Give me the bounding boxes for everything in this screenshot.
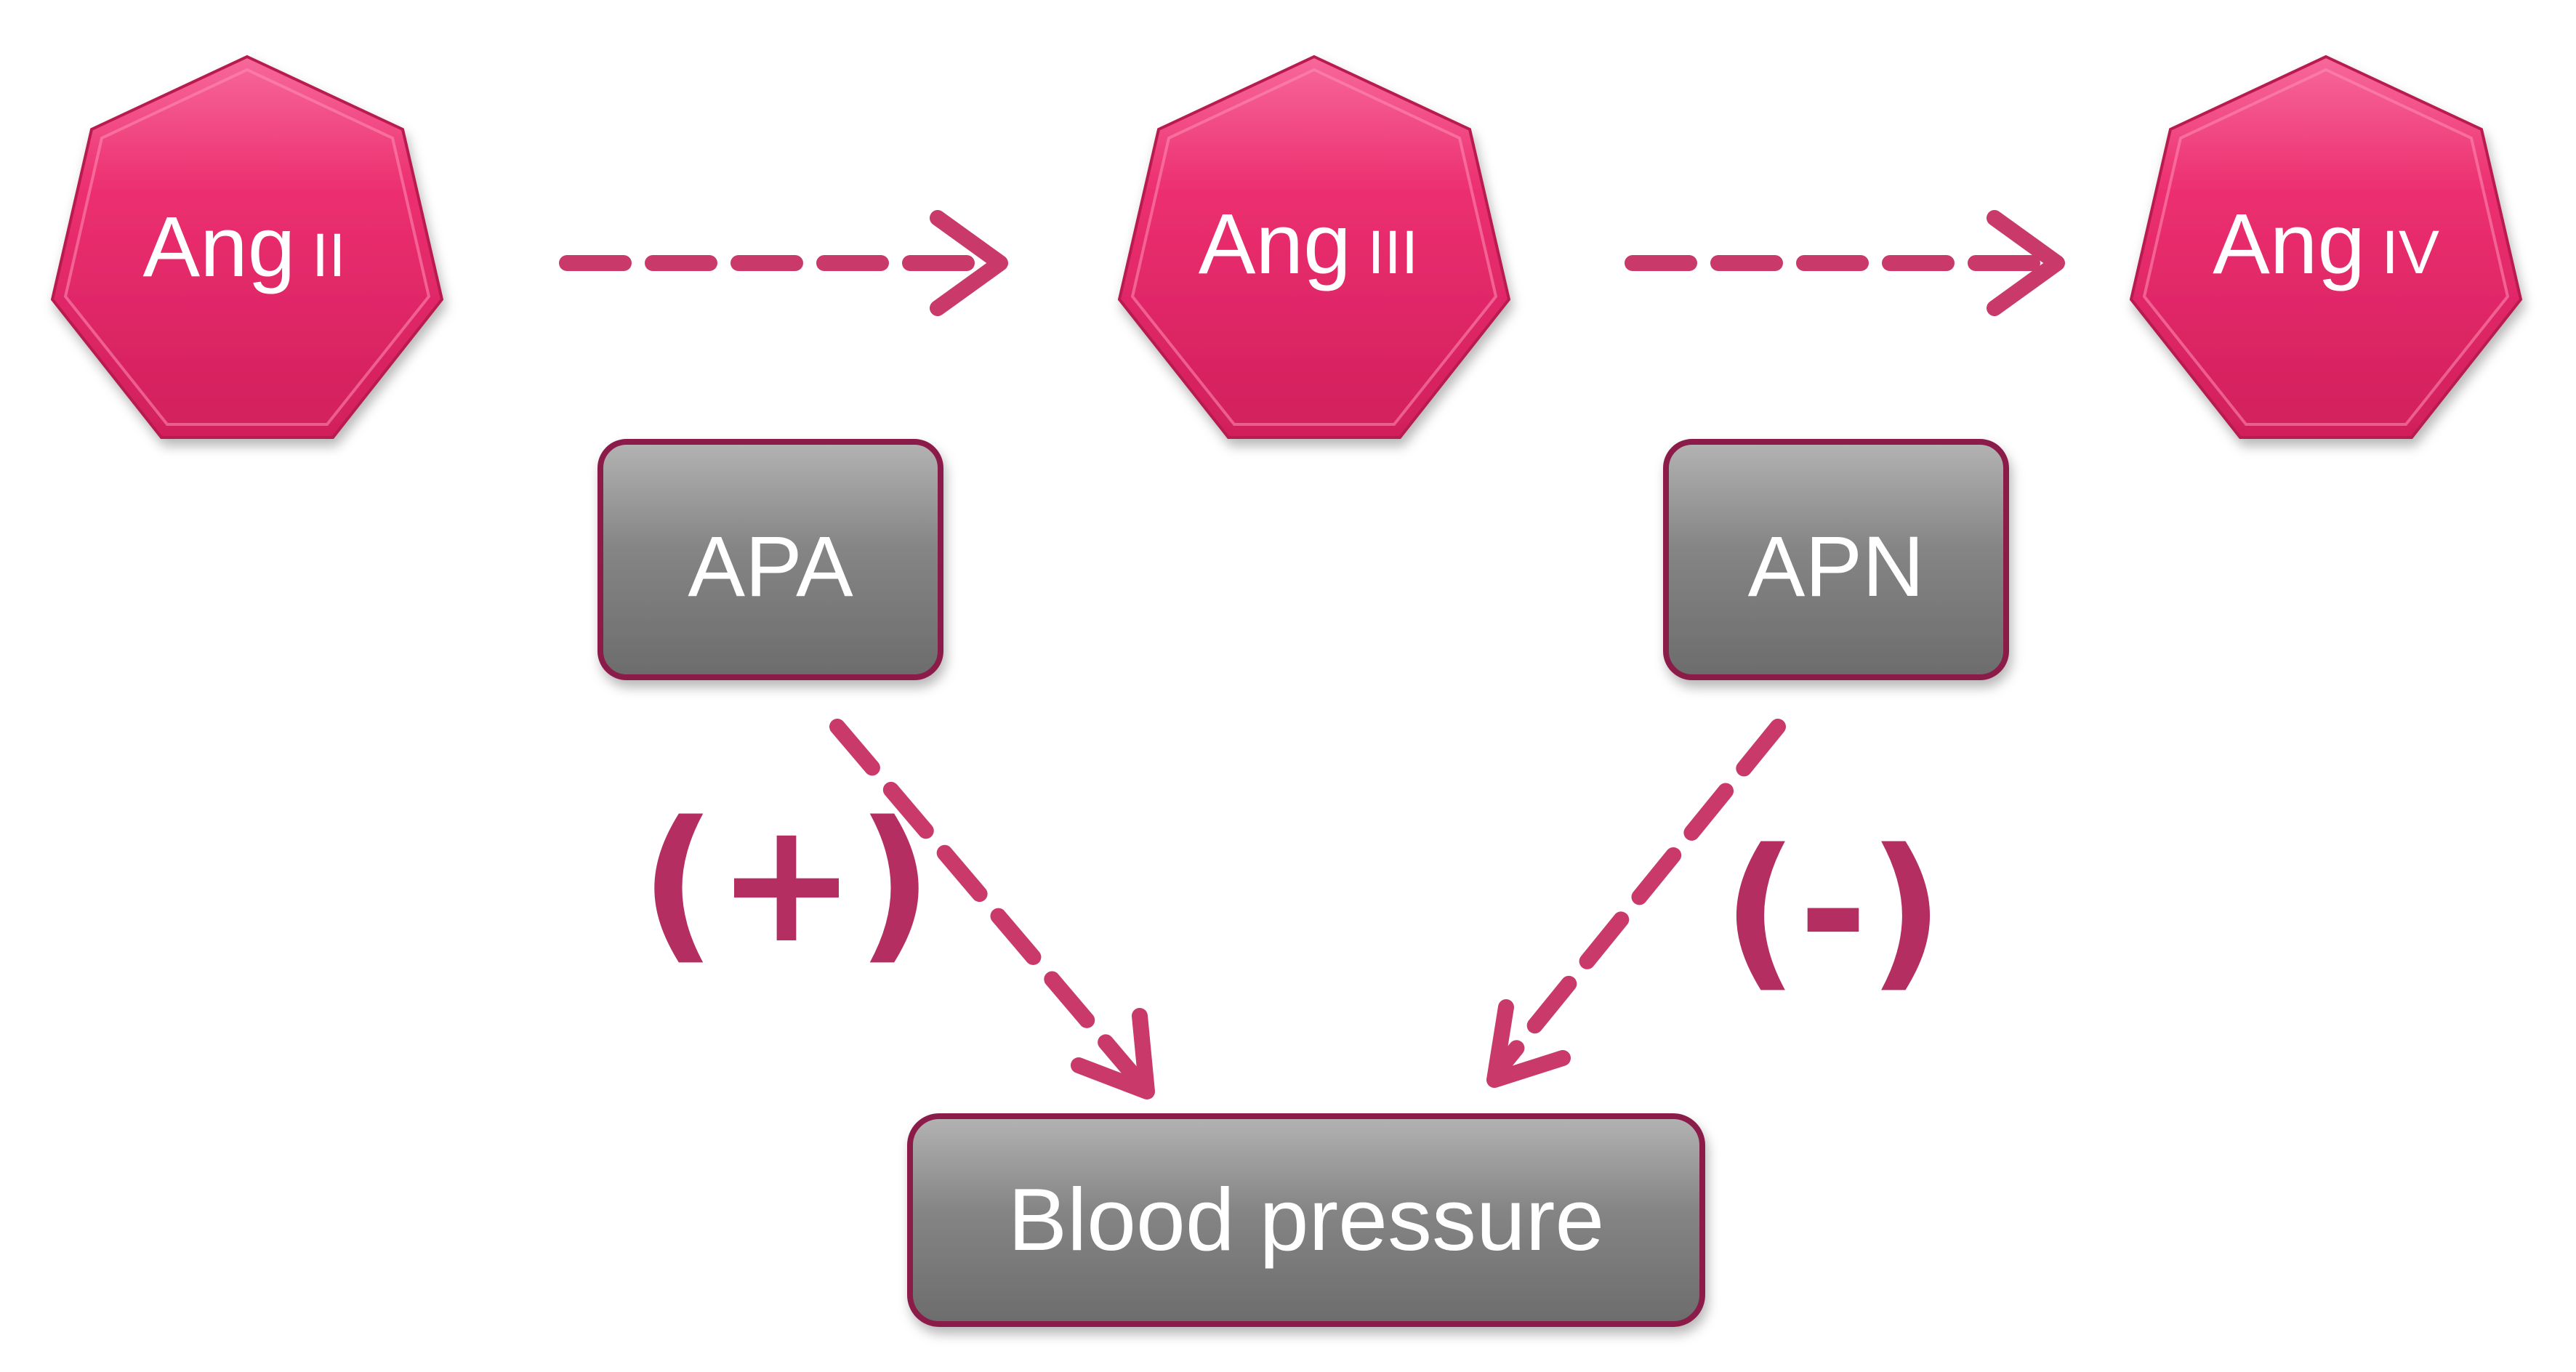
ang-ii-node: Ang II: [50, 55, 444, 439]
ang-ii-bevel: [63, 68, 431, 426]
positive-effect-sign: (+): [640, 786, 933, 980]
ang-ii-prefix: Ang: [142, 199, 295, 295]
ang-ii-heptagon: [50, 55, 444, 439]
apn-box: [1663, 439, 2009, 680]
ang-iii-label: Ang III: [1199, 196, 1418, 292]
ang-iv-numeral: IV: [2382, 218, 2439, 286]
apn-node: APN: [1663, 439, 2009, 680]
arrow-apn-to-blood-pressure-head: [1486, 999, 1571, 1088]
blood-pressure-box: [907, 1113, 1705, 1327]
arrow-ang-iii-to-ang-iv-head: [1987, 210, 2065, 316]
arrow-apa-to-blood-pressure-shaft: [829, 719, 1142, 1084]
ang-iv-node: Ang IV: [2129, 55, 2523, 439]
ang-ii-label: Ang II: [142, 199, 345, 295]
apn-label: APN: [1748, 519, 1925, 615]
apa-box: [597, 439, 943, 680]
apa-label: APA: [688, 519, 853, 615]
arrow-apa-to-blood-pressure: [829, 719, 1155, 1099]
blood-pressure-node: Blood pressure: [907, 1113, 1705, 1327]
ang-iii-heptagon: [1117, 55, 1511, 439]
ang-iv-bevel: [2142, 68, 2510, 426]
ang-iii-prefix: Ang: [1199, 196, 1351, 292]
ang-ii-numeral: II: [312, 221, 346, 289]
arrow-ang-ii-to-ang-iii-head: [930, 210, 1008, 316]
ang-iii-bevel: [1130, 68, 1498, 426]
blood-pressure-label: Blood pressure: [1008, 1170, 1605, 1269]
arrow-ang-ii-to-ang-iii: [559, 210, 1008, 316]
arrow-apn-to-blood-pressure-shaft: [1498, 719, 1786, 1069]
ang-iv-heptagon: [2129, 55, 2523, 439]
arrow-ang-iii-to-ang-iv: [1625, 210, 2065, 316]
ang-iii-numeral: III: [1367, 218, 1418, 286]
ang-iii-node: Ang III: [1117, 55, 1511, 439]
apa-node: APA: [597, 439, 943, 680]
arrow-apn-to-blood-pressure: [1486, 719, 1786, 1088]
ang-iv-label: Ang IV: [2213, 196, 2439, 292]
arrow-apa-to-blood-pressure-head: [1071, 1008, 1155, 1099]
ang-iv-prefix: Ang: [2213, 196, 2365, 292]
negative-effect-sign: (-): [1722, 814, 1944, 1008]
